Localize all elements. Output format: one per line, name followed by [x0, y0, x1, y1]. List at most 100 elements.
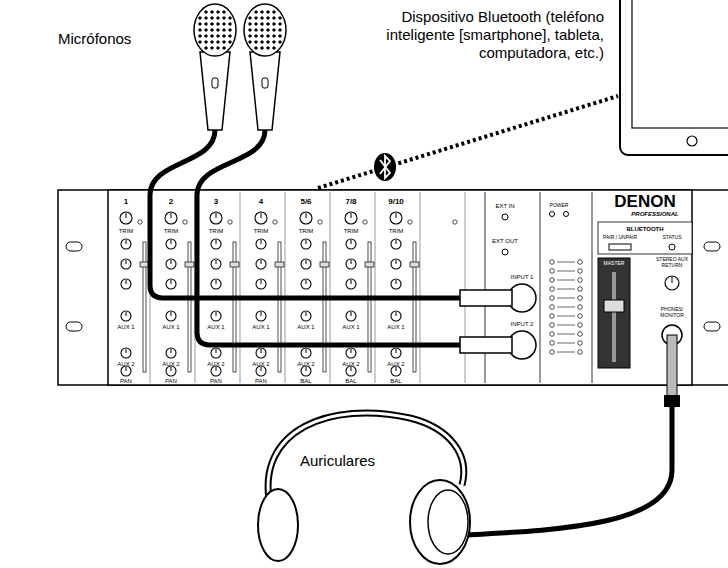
- mic-grille: [222, 40, 226, 44]
- control-label: TRIM: [119, 228, 134, 235]
- mic-grille: [210, 28, 214, 32]
- mic-grille: [254, 46, 258, 50]
- mic-grille: [228, 22, 232, 26]
- strip-divider: [465, 192, 466, 383]
- brand-logo: DENON: [614, 192, 675, 212]
- callout-label: Auriculares: [300, 452, 375, 469]
- control-label: TRIM: [344, 228, 359, 235]
- knob-tick: [672, 277, 673, 283]
- mic-cable: [197, 130, 462, 345]
- channel-number: 5/6: [300, 197, 311, 206]
- jack-label: INPUT 1: [511, 274, 534, 281]
- mic-grille: [216, 10, 220, 14]
- knob: [121, 259, 131, 269]
- control-label: EXT IN: [495, 203, 514, 210]
- knob: [211, 259, 221, 269]
- meter-scale: [557, 316, 575, 317]
- mic-grille: [228, 40, 232, 44]
- knob-tick: [396, 213, 397, 218]
- mic-grille: [216, 22, 220, 26]
- meter-led: [550, 314, 555, 319]
- rack-hole: [704, 242, 720, 251]
- section-label: MASTER: [604, 261, 625, 267]
- meter-led: [550, 260, 555, 265]
- mic-grille: [216, 28, 220, 32]
- peak-led: [318, 220, 322, 224]
- meter-led: [550, 341, 555, 346]
- control-label: PAN: [165, 378, 177, 385]
- mic-grille: [278, 16, 282, 20]
- meter-scale: [557, 271, 575, 272]
- mic-switch: [212, 78, 218, 88]
- knob-tick: [306, 240, 307, 244]
- knob: [121, 366, 131, 376]
- knob-tick: [216, 240, 217, 244]
- mic-grille: [272, 28, 276, 32]
- mic-grille: [266, 28, 270, 32]
- led: [502, 249, 508, 255]
- fader-cap: [230, 262, 239, 267]
- mic-grille: [210, 46, 214, 50]
- control-label: POWER: [550, 203, 569, 209]
- control-label: AUX 2: [162, 361, 179, 368]
- control-label: AUX 2: [207, 361, 224, 368]
- control-label: AUX 2: [387, 361, 404, 368]
- knob: [166, 239, 176, 249]
- knob: [345, 212, 357, 224]
- phone-plug: [667, 335, 677, 397]
- meter-led: [578, 296, 583, 301]
- mic-grille: [210, 16, 214, 20]
- master-section: [598, 258, 630, 368]
- knob-tick: [261, 213, 262, 218]
- mic-grille: [260, 46, 264, 50]
- knob-tick: [396, 240, 397, 244]
- ear-cup: [410, 480, 470, 564]
- knob-tick: [216, 260, 217, 264]
- knob: [256, 279, 266, 289]
- knob-tick: [126, 349, 127, 353]
- meter-led: [550, 350, 555, 355]
- fader-cap: [185, 262, 194, 267]
- level-meter: [550, 260, 583, 355]
- panel-divider: [485, 192, 486, 383]
- control-label: STEREO AUX RETURN: [651, 257, 693, 269]
- mic-grille: [278, 40, 282, 44]
- xlr-plug: [460, 337, 512, 353]
- mic-grille: [278, 28, 282, 32]
- mic-grille: [266, 34, 270, 38]
- mic-grille: [254, 28, 258, 32]
- meter-led: [550, 305, 555, 310]
- mic-grille: [216, 46, 220, 50]
- knob-tick: [306, 280, 307, 284]
- knob-tick: [396, 312, 397, 316]
- mic-grille: [272, 40, 276, 44]
- fader-cap: [320, 262, 329, 267]
- meter-scale: [557, 307, 575, 308]
- knob-tick: [306, 213, 307, 218]
- knob: [346, 239, 356, 249]
- meter-led: [550, 287, 555, 292]
- wireless-link: [318, 96, 618, 188]
- knob: [121, 348, 131, 358]
- mic-grille: [222, 22, 226, 26]
- control-label: AUX 1: [342, 324, 359, 331]
- knob-tick: [171, 240, 172, 244]
- knob-tick: [171, 260, 172, 264]
- mic-body: [250, 52, 280, 130]
- knob-tick: [171, 349, 172, 353]
- meter-led: [550, 278, 555, 283]
- mic-grille: [254, 34, 258, 38]
- channel-number: 4: [259, 197, 263, 206]
- status-led: [669, 244, 675, 250]
- knob: [346, 366, 356, 376]
- knob: [165, 212, 177, 224]
- bluetooth-panel: [598, 222, 692, 254]
- knob: [391, 259, 401, 269]
- strip-divider: [330, 192, 331, 383]
- knob-tick: [261, 240, 262, 244]
- fader-cap: [365, 262, 374, 267]
- meter-led: [550, 296, 555, 301]
- knob: [391, 279, 401, 289]
- peak-led: [228, 220, 232, 224]
- meter-led: [578, 269, 583, 274]
